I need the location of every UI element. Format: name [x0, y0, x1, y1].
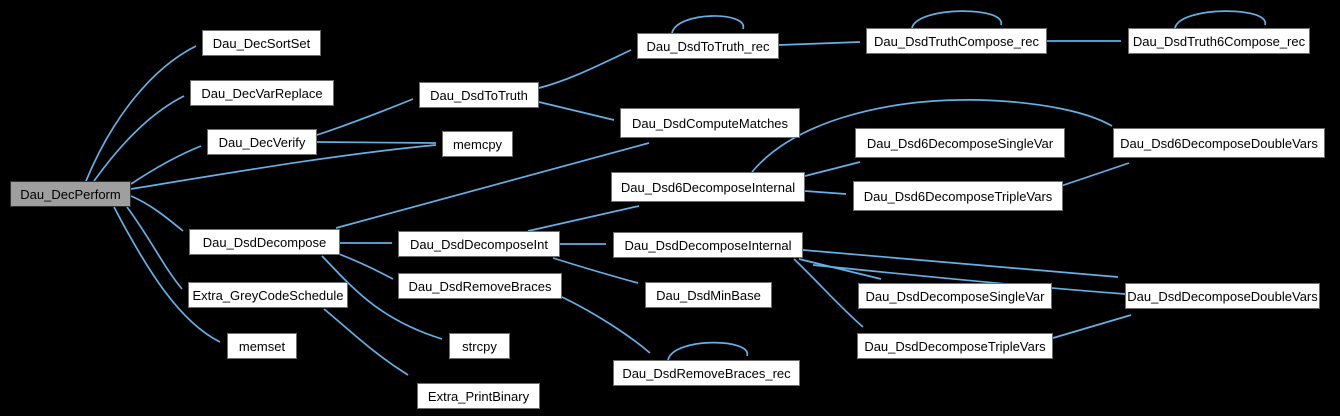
edge-Dau_DecPerform-to-Dau_DecSortSet [85, 45, 197, 182]
edge-Dau_DsdDecompose-to-Dau_DsdRemoveBraces [338, 253, 394, 280]
edge-Dau_DecPerform-to-memcpy [130, 144, 437, 190]
edge-Dau_DecVerify-to-Dau_DsdToTruth [316, 98, 414, 136]
node-Dau_DsdDecompose[interactable]: Dau_DsdDecompose [189, 229, 340, 255]
edge-Dau_DecPerform-to-Extra_GreyCodeSchedule [126, 206, 183, 290]
node-Dau_DsdTruth6Compose_rec[interactable]: Dau_DsdTruth6Compose_rec [1128, 28, 1310, 54]
edge-Dau_DsdDecomposeInternal-to-Dau_DsdDecomposeDoubleVars [802, 249, 1119, 278]
node-Dau_DsdDecomposeSingleVar[interactable]: Dau_DsdDecomposeSingleVar [858, 283, 1052, 309]
edge-Dau_DecPerform-to-Dau_DecVarReplace [93, 95, 185, 182]
node-Dau_DsdDecomposeInternal[interactable]: Dau_DsdDecomposeInternal [613, 232, 803, 258]
edge-Dau_DsdTruth6Compose_rec-to-Dau_DsdTruth6Compose_rec [1174, 10, 1266, 29]
node-Dau_DsdRemoveBraces_rec[interactable]: Dau_DsdRemoveBraces_rec [613, 360, 800, 386]
edge-Dau_DsdDecomposeInt-to-Dau_Dsd6DecomposeInternal [527, 205, 640, 232]
edge-Dau_DsdDecomposeInternal-to-Dau_DsdDecomposeSingleVar [798, 258, 882, 280]
edge-Extra_GreyCodeSchedule-to-Extra_PrintBinary [323, 308, 409, 376]
edge-Dau_DsdDecomposeInt-to-Dau_DsdMinBase [552, 257, 639, 284]
edge-Dau_DsdDecomposeTripleVars-to-Dau_DsdDecomposeDoubleVars [1052, 314, 1132, 339]
node-Dau_Dsd6DecomposeDoubleVars[interactable]: Dau_Dsd6DecomposeDoubleVars [1113, 128, 1325, 158]
node-Dau_DecVarReplace[interactable]: Dau_DecVarReplace [190, 80, 334, 106]
edge-Dau_DsdToTruth-to-Dau_DsdToTruth_rec [538, 49, 632, 89]
node-Dau_DsdToTruth_rec[interactable]: Dau_DsdToTruth_rec [637, 33, 779, 59]
node-Dau_Dsd6DecomposeTripleVars[interactable]: Dau_Dsd6DecomposeTripleVars [853, 181, 1063, 211]
edge-Dau_DsdDecompose-to-Dau_DsdComputeMatches [335, 142, 650, 229]
node-strcpy[interactable]: strcpy [449, 333, 510, 359]
node-Dau_DecSortSet[interactable]: Dau_DecSortSet [202, 30, 321, 56]
node-Dau_DsdTruthCompose_rec[interactable]: Dau_DsdTruthCompose_rec [866, 28, 1047, 54]
node-Dau_DsdDecomposeInt[interactable]: Dau_DsdDecomposeInt [398, 231, 560, 257]
edge-Dau_Dsd6DecomposeInternal-to-Dau_Dsd6DecomposeTripleVars [804, 190, 847, 195]
edge-Dau_DsdToTruth_rec-to-Dau_DsdToTruth_rec [671, 15, 744, 34]
edge-Dau_DsdRemoveBraces_rec-to-Dau_DsdRemoveBraces_rec [667, 341, 748, 361]
edge-Dau_DecVerify-to-memcpy [316, 141, 437, 144]
edge-Dau_DecPerform-to-Dau_DsdDecompose [130, 195, 184, 232]
node-Dau_DsdRemoveBraces[interactable]: Dau_DsdRemoveBraces [398, 273, 562, 299]
node-Extra_GreyCodeSchedule[interactable]: Extra_GreyCodeSchedule [188, 282, 348, 308]
edge-Dau_DsdToTruth-to-Dau_DsdComputeMatches [538, 101, 615, 121]
edge-Dau_DsdDecomposeDoubleVars-to-Dau_DsdDecomposeInternal [812, 264, 1126, 295]
edge-Dau_DsdRemoveBraces-to-Dau_DsdRemoveBraces_rec [561, 296, 651, 354]
node-Dau_DsdDecomposeDoubleVars[interactable]: Dau_DsdDecomposeDoubleVars [1125, 283, 1320, 309]
edge-Dau_Dsd6DecomposeInternal-to-Dau_Dsd6DecomposeDoubleVars [751, 99, 1113, 173]
edge-Dau_Dsd6DecomposeInternal-to-Dau_Dsd6DecomposeSingleVar [804, 161, 861, 177]
node-Extra_PrintBinary[interactable]: Extra_PrintBinary [417, 383, 540, 409]
node-memcpy[interactable]: memcpy [442, 131, 513, 157]
node-memset[interactable]: memset [227, 333, 297, 359]
edge-Dau_Dsd6DecomposeTripleVars-to-Dau_Dsd6DecomposeDoubleVars [1060, 162, 1130, 187]
edge-Dau_DecPerform-to-Dau_DecVerify [130, 145, 202, 185]
edge-Dau_DecPerform-to-memset [113, 206, 221, 343]
node-Dau_DsdDecomposeTripleVars[interactable]: Dau_DsdDecomposeTripleVars [857, 333, 1053, 359]
node-Dau_DecPerform[interactable]: Dau_DecPerform [10, 181, 131, 207]
node-Dau_DecVerify[interactable]: Dau_DecVerify [207, 129, 317, 155]
node-Dau_DsdMinBase[interactable]: Dau_DsdMinBase [645, 282, 772, 308]
edge-Dau_DsdToTruth_rec-to-Dau_DsdTruthCompose_rec [778, 41, 861, 46]
node-Dau_Dsd6DecomposeSingleVar[interactable]: Dau_Dsd6DecomposeSingleVar [855, 128, 1065, 158]
node-Dau_Dsd6DecomposeInternal[interactable]: Dau_Dsd6DecomposeInternal [611, 172, 805, 202]
edge-Dau_DsdTruthCompose_rec-to-Dau_DsdTruthCompose_rec [911, 10, 1002, 29]
edge-Dau_DsdDecompose-to-strcpy [321, 255, 443, 340]
edge-Dau_DsdDecomposeInternal-to-Dau_DsdDecomposeTripleVars [793, 258, 864, 328]
node-Dau_DsdToTruth[interactable]: Dau_DsdToTruth [419, 82, 539, 108]
node-Dau_DsdComputeMatches[interactable]: Dau_DsdComputeMatches [620, 108, 800, 138]
